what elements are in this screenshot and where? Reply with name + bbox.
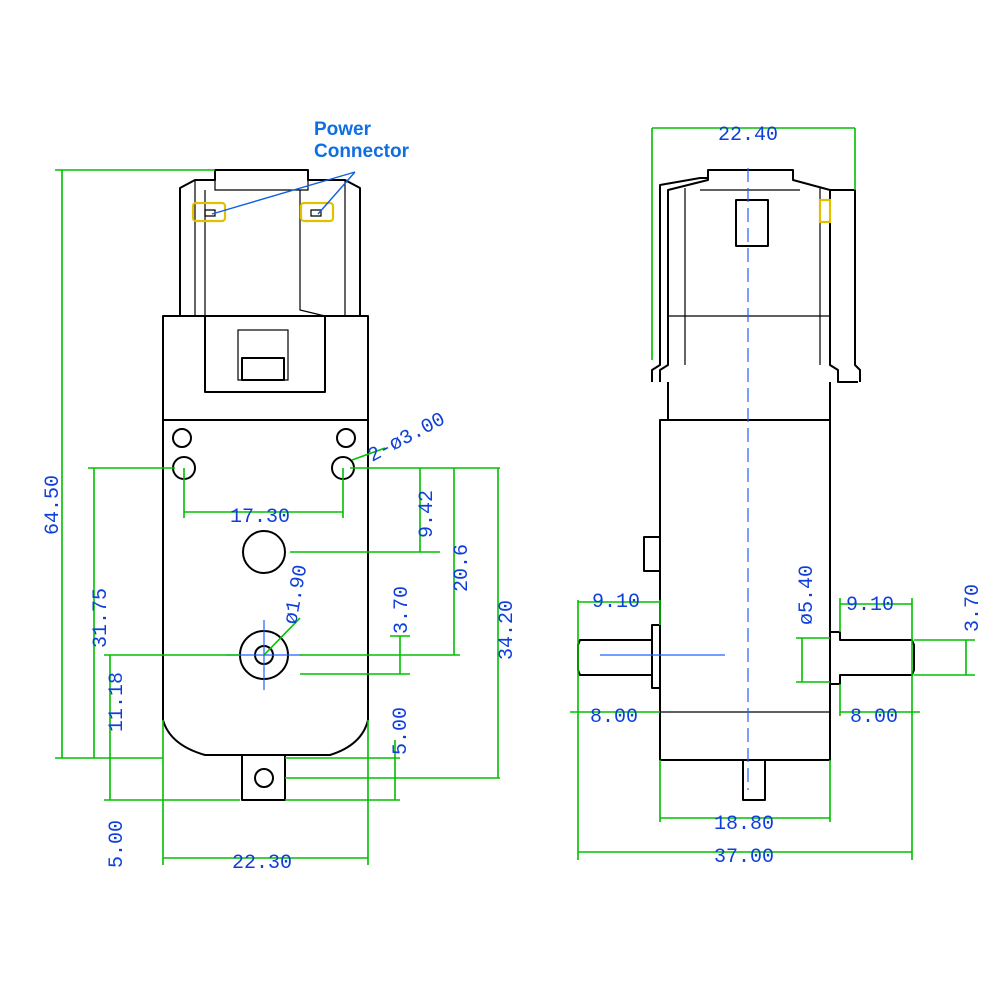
dim-31-75: 31.75: [90, 588, 113, 648]
dim-22-30: 22.30: [232, 852, 292, 875]
dim-22-40: 22.40: [718, 124, 778, 147]
dim-64-50: 64.50: [42, 475, 65, 535]
dim-3-70: 3.70: [391, 586, 414, 634]
power-connector-leader: [211, 171, 356, 215]
mount-hole-top-left: [172, 428, 192, 448]
side-view: [577, 168, 915, 801]
side-shaft-right: [830, 631, 915, 685]
power-contact-right: [299, 201, 335, 223]
front-main-body: [162, 420, 369, 756]
dim-8-00-right: 8.00: [850, 706, 898, 729]
dim-11-18: 11.18: [106, 672, 129, 732]
power-label-line2: Connector: [314, 141, 410, 162]
front-view: [162, 169, 369, 801]
dim-9-10-right: 9.10: [846, 594, 894, 617]
dim-17-30: 17.30: [230, 506, 290, 529]
front-bottom-tab: [241, 755, 286, 801]
dim-3-70-side: 3.70: [962, 584, 985, 632]
dim-18-80: 18.80: [714, 813, 774, 836]
dim-hole-dia: 2-ø3.00: [364, 408, 449, 468]
dim-34-20: 34.20: [496, 600, 519, 660]
dim-shaft-dia-side: ø5.40: [796, 565, 819, 625]
side-shaft-left: [577, 624, 660, 689]
dim-9-42: 9.42: [416, 490, 439, 538]
dim-8-00-left: 8.00: [590, 706, 638, 729]
power-label-line1: Power: [314, 119, 372, 140]
dim-5-00-left: 5.00: [106, 820, 129, 868]
side-dimensions: [570, 127, 975, 860]
dim-20-6: 20.6: [451, 544, 474, 592]
dim-5-00-right: 5.00: [390, 707, 413, 755]
front-dimensions: [55, 169, 500, 865]
dim-9-10-left: 9.10: [592, 591, 640, 614]
body-hole: [242, 530, 286, 574]
front-connector-housing: [179, 169, 361, 316]
dim-shaft-dia: ø1.90: [280, 563, 313, 626]
side-shaft-bottom: [742, 759, 766, 801]
power-contact-left: [191, 201, 227, 223]
side-connector: [659, 169, 858, 383]
dim-37-00: 37.00: [714, 846, 774, 869]
mount-hole-top-right: [336, 428, 356, 448]
front-gear-band: [162, 315, 369, 421]
side-power-contact: [818, 198, 832, 224]
